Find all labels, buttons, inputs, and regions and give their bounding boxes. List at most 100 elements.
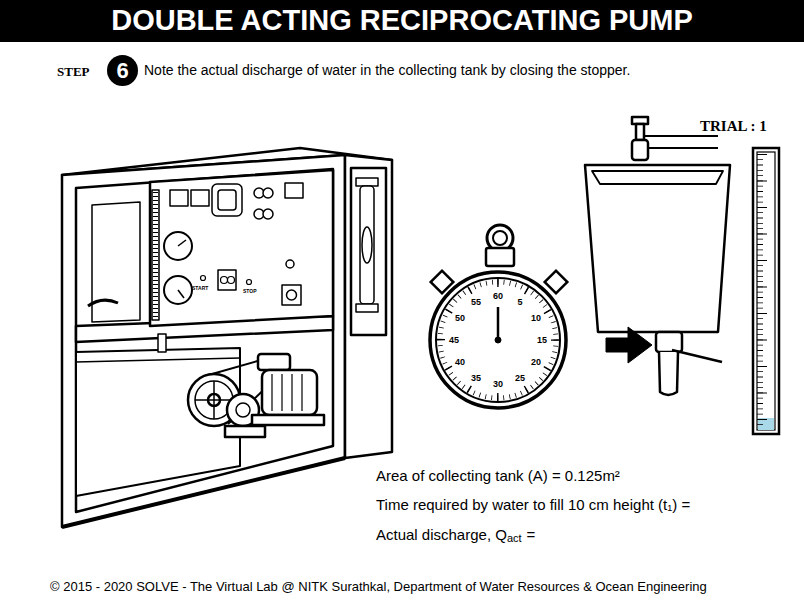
measured-data: Time required by water to fill 10 cm hei… <box>376 496 690 513</box>
pump-apparatus-part <box>153 192 158 318</box>
pump-apparatus-part <box>262 370 317 415</box>
collecting-tank-part <box>659 352 678 395</box>
pump-apparatus-part <box>345 155 392 458</box>
stopwatch-part <box>486 248 514 266</box>
pump-apparatus-part <box>76 358 240 362</box>
pump-apparatus-part <box>150 170 333 326</box>
pump-apparatus-part <box>201 276 206 281</box>
measuring-scale-part <box>757 154 767 428</box>
pump-apparatus-part <box>285 183 303 198</box>
dial-number: 5 <box>517 297 522 306</box>
pump-apparatus-part <box>258 354 290 370</box>
pump-apparatus <box>62 148 392 527</box>
pump-apparatus-part <box>218 190 236 210</box>
given-data: Area of collecting tank (A) = 0.125m² <box>376 467 620 484</box>
pump-apparatus-part <box>356 178 378 186</box>
pump-apparatus-part <box>301 374 302 411</box>
pump-apparatus-part <box>228 277 235 284</box>
pump-apparatus-part <box>158 334 166 352</box>
pump-apparatus-part <box>92 202 140 322</box>
dial-number: 30 <box>493 380 503 389</box>
stopwatch-part <box>495 337 501 343</box>
pump-apparatus-part <box>263 188 273 198</box>
pump-apparatus-part <box>164 276 192 304</box>
trial-label: TRIAL : 1 <box>700 118 767 135</box>
dial-number: 50 <box>455 314 465 323</box>
pump-apparatus-part <box>360 186 374 304</box>
stopwatch-part <box>440 282 556 398</box>
stopwatch-part <box>497 307 500 340</box>
title-band <box>0 0 804 42</box>
collecting-tank <box>585 117 730 395</box>
pump-apparatus-part <box>263 209 273 219</box>
collecting-tank-part <box>632 140 648 160</box>
collecting-tank-part <box>636 124 644 140</box>
pump-apparatus-part <box>362 227 372 263</box>
stopwatch-part <box>430 272 566 408</box>
stopwatch-part <box>545 271 568 294</box>
pump-apparatus-part <box>351 168 386 335</box>
equals-sign: = <box>527 526 536 543</box>
collecting-tank-part <box>656 332 682 352</box>
dial-number: 10 <box>531 314 541 323</box>
pump-apparatus-part <box>225 426 265 437</box>
title-band-part <box>0 0 804 42</box>
pump-apparatus-part <box>286 260 294 268</box>
measuring-scale-part <box>757 152 775 430</box>
collecting-tank-part <box>592 171 723 184</box>
pump-apparatus-part <box>76 348 240 496</box>
step-number: 6 <box>116 60 128 82</box>
dial-number: 40 <box>455 358 465 367</box>
pump-apparatus-part <box>291 374 292 411</box>
pump-apparatus-part <box>252 415 324 425</box>
button-label: STOP <box>243 288 257 294</box>
copyright-note: © 2015 - 2020 SOLVE - The Virtual Lab @ … <box>50 579 707 594</box>
dial-number: 60 <box>493 292 503 301</box>
step-label: STEP <box>57 64 90 80</box>
pump-apparatus-part <box>356 304 378 312</box>
pump-apparatus-part <box>287 290 297 300</box>
stopwatch-part <box>436 278 560 402</box>
dial-number: 55 <box>471 297 481 306</box>
subscript: act <box>507 532 522 544</box>
pump-apparatus-part <box>271 374 272 411</box>
stopwatch-part <box>493 231 507 245</box>
measuring-scale <box>753 148 779 434</box>
pump-apparatus-part <box>170 190 188 206</box>
dial-number: 20 <box>531 358 541 367</box>
collecting-tank-part <box>672 350 722 362</box>
dial-number: 15 <box>537 336 547 345</box>
dial-number: 45 <box>449 336 459 345</box>
pump-apparatus-part <box>212 184 242 216</box>
pump-apparatus-part <box>247 280 252 285</box>
pump-apparatus-part <box>236 403 250 417</box>
pump-apparatus-part <box>221 277 228 284</box>
pump-apparatus-part <box>191 190 209 206</box>
pump-apparatus-part <box>218 270 236 290</box>
measuring-scale-part <box>757 154 763 428</box>
stopwatch <box>430 225 567 408</box>
result-label: Actual discharge, Q <box>376 526 507 543</box>
button-label: START <box>192 285 208 291</box>
pump-apparatus-part <box>282 285 301 305</box>
pump-apparatus-part <box>281 374 282 411</box>
pump-apparatus-part <box>62 458 345 527</box>
collecting-tank-part <box>606 327 652 363</box>
pump-apparatus-part <box>76 169 333 512</box>
step-number-circle: 6 <box>107 55 138 86</box>
pump-apparatus-part <box>152 190 159 320</box>
pump-apparatus-part <box>62 155 345 527</box>
pump-apparatus-part <box>178 290 184 298</box>
title-text: DOUBLE ACTING RECIPROCATING PUMP <box>0 4 804 37</box>
pump-apparatus-part <box>195 399 233 401</box>
stopwatch-part <box>440 282 557 399</box>
pump-apparatus-part <box>178 240 186 246</box>
collecting-tank-part <box>644 136 718 148</box>
collecting-tank-part <box>585 165 730 332</box>
pump-apparatus-part <box>88 300 118 306</box>
dial-number: 35 <box>471 374 481 383</box>
dial-number: 25 <box>515 374 525 383</box>
instruction-text: Note the actual discharge of water in th… <box>144 62 630 78</box>
